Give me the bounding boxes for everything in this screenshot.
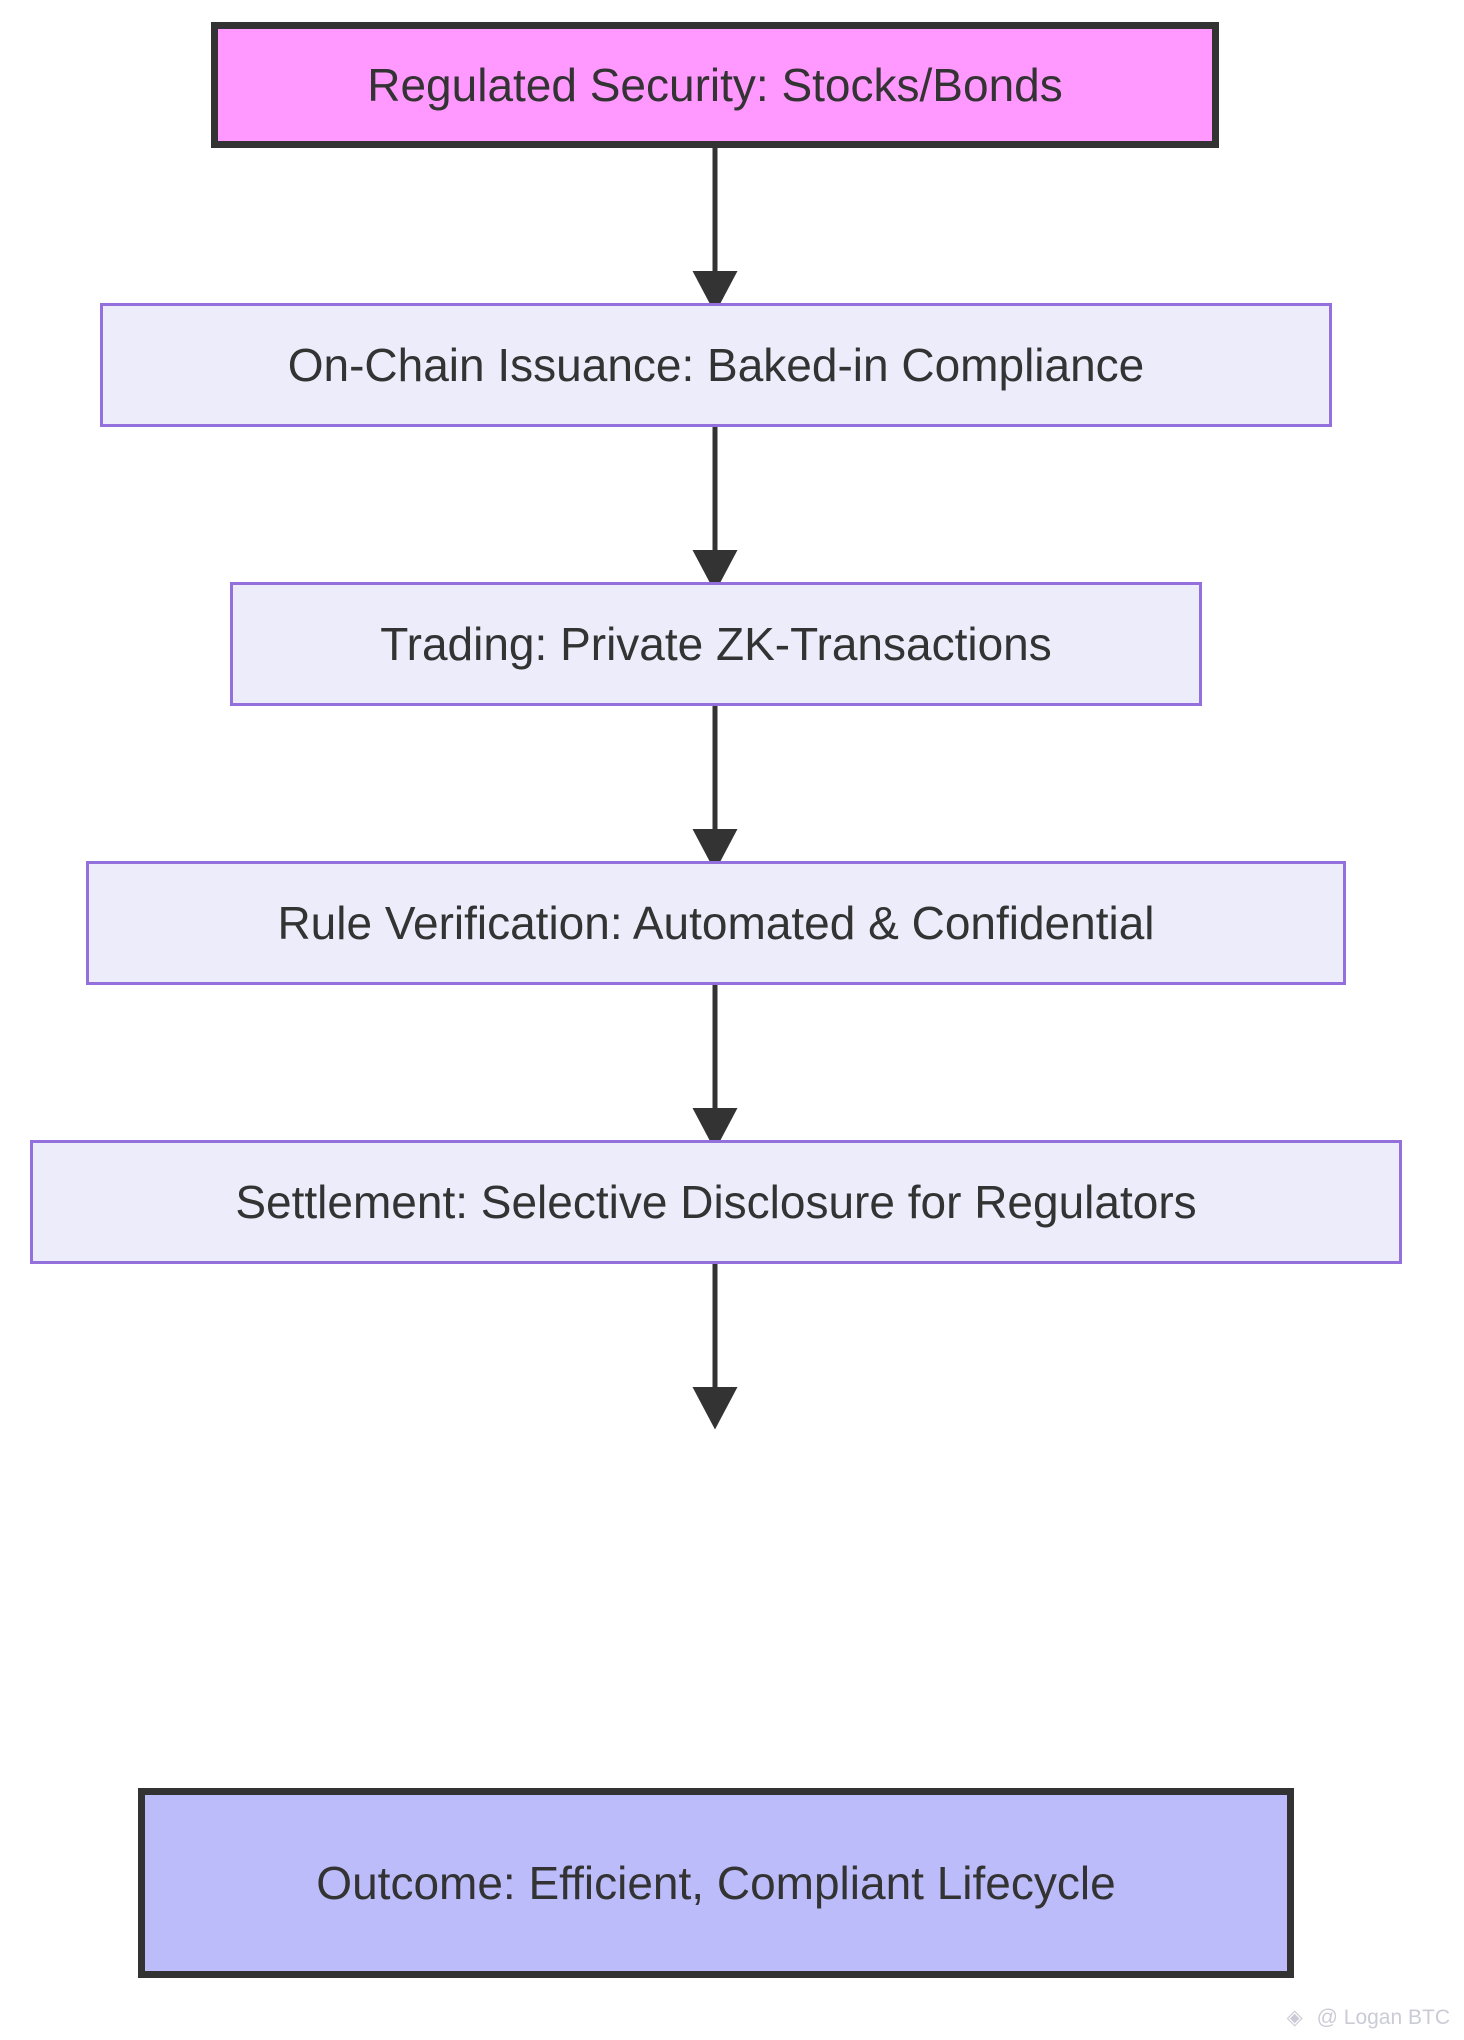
watermark-text: @ Logan BTC [1316, 2006, 1450, 2029]
flow-node-outcome[interactable]: Outcome: Efficient, Compliant Lifecycle [138, 1788, 1294, 1978]
flow-node-trading[interactable]: Trading: Private ZK-Transactions [230, 582, 1202, 706]
flow-node-settlement[interactable]: Settlement: Selective Disclosure for Reg… [30, 1140, 1402, 1264]
flow-node-label: Trading: Private ZK-Transactions [380, 617, 1052, 670]
diamond-logo-icon: ◈ [1286, 2006, 1303, 2029]
flow-node-on-chain-issuance[interactable]: On-Chain Issuance: Baked-in Compliance [100, 303, 1332, 427]
flow-node-label: Settlement: Selective Disclosure for Reg… [235, 1175, 1197, 1228]
flow-node-label: Outcome: Efficient, Compliant Lifecycle [316, 1856, 1116, 1909]
flow-node-rule-verification[interactable]: Rule Verification: Automated & Confident… [86, 861, 1346, 985]
watermark: ◈ @ Logan BTC [1287, 2006, 1450, 2030]
flow-node-label: On-Chain Issuance: Baked-in Compliance [287, 338, 1145, 391]
flow-node-regulated-security[interactable]: Regulated Security: Stocks/Bonds [211, 22, 1219, 148]
flow-node-label: Regulated Security: Stocks/Bonds [367, 58, 1063, 111]
flow-node-label: Rule Verification: Automated & Confident… [277, 896, 1155, 949]
